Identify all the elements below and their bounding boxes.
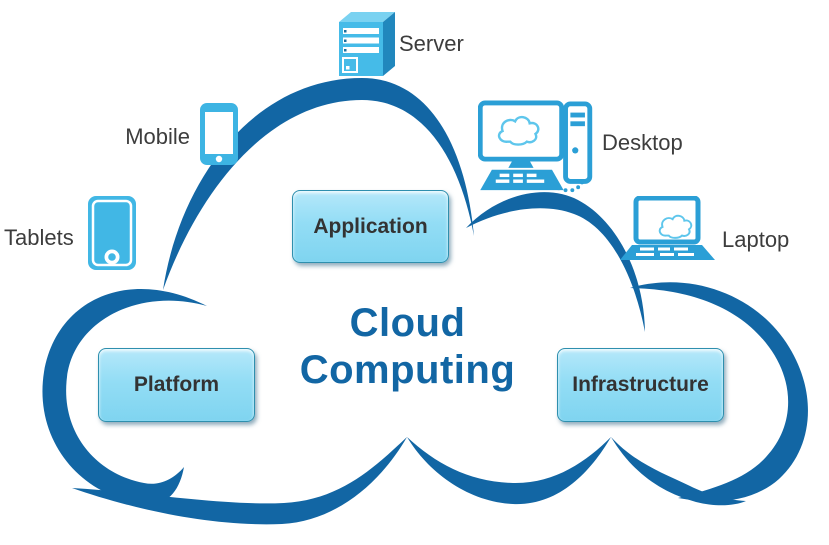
cloud-arc-right-shoulder	[466, 192, 645, 332]
node-application-label: Application	[313, 214, 428, 238]
node-infrastructure[interactable]: Infrastructure	[557, 348, 724, 422]
cloud-arc-left-lobe	[42, 288, 207, 505]
mobile-label: Mobile	[125, 124, 190, 149]
cloud-arc-bottom-right	[611, 437, 746, 506]
laptop-label: Laptop	[722, 227, 790, 252]
title-line-1: Cloud	[349, 301, 466, 345]
cloud-arc-bottom-middle	[407, 437, 611, 505]
server-icon	[339, 12, 395, 76]
tablet-icon	[88, 196, 136, 270]
cloud-arc-right-lobe	[630, 282, 808, 502]
node-platform[interactable]: Platform	[98, 348, 255, 422]
desktop-label: Desktop	[602, 130, 683, 155]
laptop-icon	[620, 196, 715, 260]
node-infrastructure-label: Infrastructure	[572, 373, 709, 396]
server-label: Server	[399, 31, 464, 56]
node-platform-label: Platform	[133, 373, 220, 396]
title-line-2: Computing	[299, 348, 516, 392]
tablets-label: Tablets	[4, 225, 74, 250]
diagram-title: Cloud Computing	[250, 300, 565, 394]
desktop-icon	[478, 100, 593, 193]
mobile-icon	[200, 103, 238, 165]
node-application[interactable]: Application	[292, 190, 449, 263]
cloud-arc-top	[163, 78, 474, 290]
